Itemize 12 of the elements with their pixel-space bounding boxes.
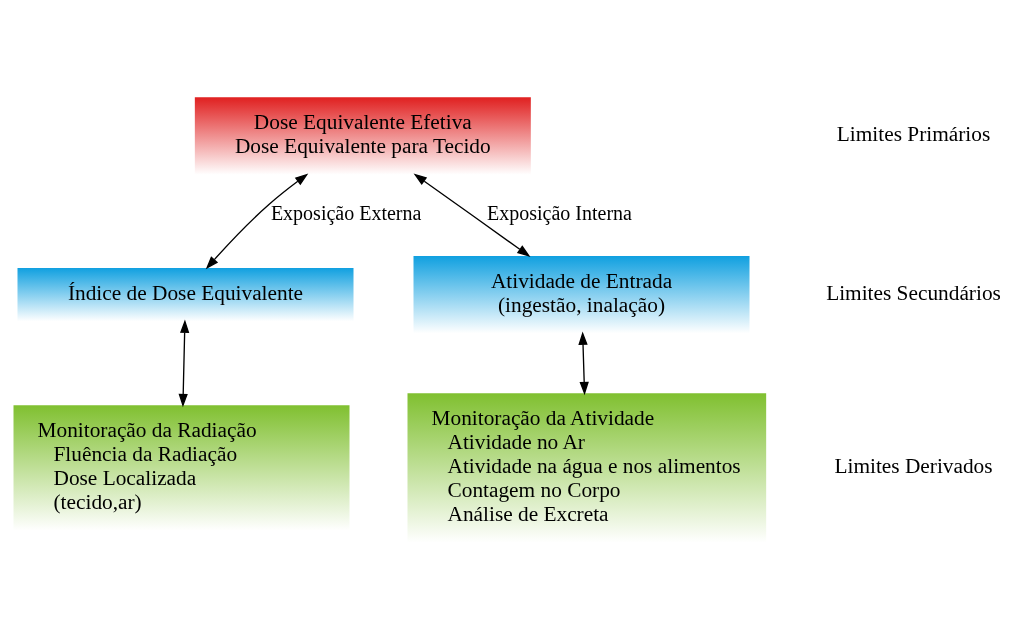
label: Limites Derivados bbox=[834, 453, 993, 478]
edge-label: Exposição Externa bbox=[270, 201, 422, 224]
arrow bbox=[413, 173, 531, 257]
node-box: Dose Equivalente Efetiva Dose Equivalente para Tecido bbox=[194, 96, 531, 175]
arrow bbox=[205, 173, 309, 269]
node-box: Índice de Dose Equivalente bbox=[17, 267, 354, 321]
node-box: Atividade de Entrada (ingestão, inalação) bbox=[413, 255, 750, 333]
label: Limites Primários bbox=[836, 121, 991, 146]
arrow bbox=[178, 319, 190, 407]
label: Limites Secundários bbox=[826, 280, 1001, 305]
edge-label: Exposição Interna bbox=[487, 201, 632, 224]
arrow bbox=[578, 330, 589, 395]
